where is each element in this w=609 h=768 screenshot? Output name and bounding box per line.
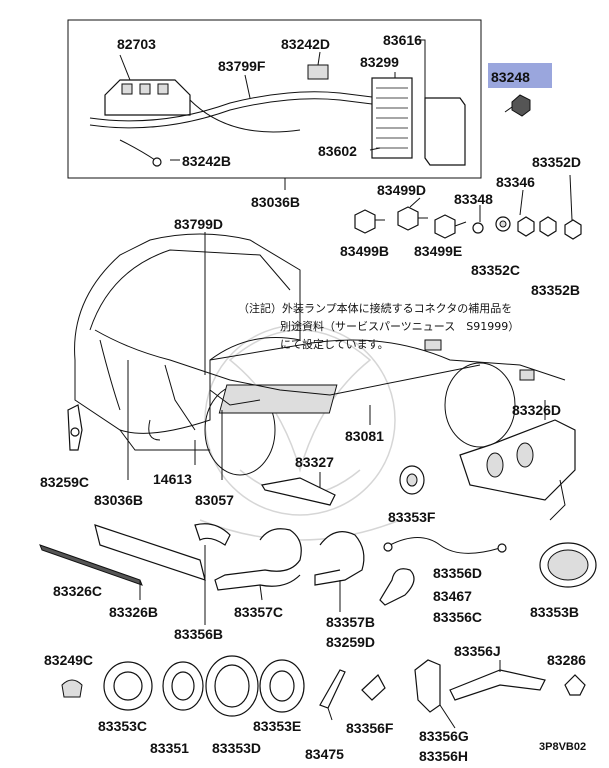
label-83602: 83602 [318, 143, 357, 159]
label-83616: 83616 [383, 32, 422, 48]
label-83299: 83299 [360, 54, 399, 70]
bracket-83475 [319, 669, 346, 721]
clamp-83467 [379, 568, 415, 606]
label-83356j: 83356J [454, 643, 501, 659]
label-83352b: 83352B [531, 282, 580, 298]
label-83357b: 83357B [326, 614, 375, 630]
label-83249c: 83249C [44, 652, 93, 668]
label-83356h: 83356H [419, 748, 468, 764]
label-83499e: 83499E [414, 243, 462, 259]
label-83242b: 83242B [182, 153, 231, 169]
clip-83356f [361, 674, 386, 701]
bracket-83356j [449, 660, 546, 701]
part-labels: 82703 83242D 83616 83248 83799F 83299 83… [40, 32, 586, 764]
label-83499b: 83499B [340, 243, 389, 259]
clip-83259c [67, 404, 83, 451]
label-83352d: 83352D [532, 154, 581, 170]
label-83348: 83348 [454, 191, 493, 207]
moulding-83326 [39, 524, 206, 600]
label-83356f: 83356F [346, 720, 394, 736]
label-83356g: 83356G [419, 728, 469, 744]
label-83467: 83467 [433, 588, 472, 604]
label-83353e: 83353E [253, 718, 301, 734]
label-82703: 82703 [117, 36, 156, 52]
label-83057: 83057 [195, 492, 234, 508]
label-83356b: 83356B [174, 626, 223, 642]
label-diagram-code: 3P8VB02 [539, 741, 586, 753]
note-block: （注記）外装ランプ本体に接続するコネクタの補用品を 別途資料（サービスパーツニュ… [238, 301, 519, 351]
label-83259d: 83259D [326, 634, 375, 650]
fasteners [354, 174, 582, 240]
grommet-83353d [205, 655, 259, 717]
label-83242d: 83242D [281, 36, 330, 52]
label-83081: 83081 [345, 428, 384, 444]
label-14613: 14613 [153, 471, 192, 487]
label-83353b: 83353B [530, 604, 579, 620]
label-83352c: 83352C [471, 262, 520, 278]
grommet-83249c [61, 679, 83, 698]
label-83326c: 83326C [53, 583, 102, 599]
bracket-83326d [459, 419, 576, 521]
label-83248: 83248 [491, 69, 530, 85]
plug-83353b [539, 542, 597, 588]
highlight-box [488, 63, 552, 88]
body-leaders [127, 232, 546, 480]
vehicle-body [74, 233, 566, 476]
clip-83286 [564, 674, 586, 696]
label-83353f: 83353F [388, 509, 436, 525]
label-83036b-bottom: 83036B [94, 492, 143, 508]
wire-clip-83356d [383, 537, 507, 554]
note-line-2: 別途資料（サービスパーツニュース S91999） [280, 319, 519, 333]
label-83353d: 83353D [212, 740, 261, 756]
note-line-3: にて設定しています。 [280, 337, 389, 351]
grommet-83353e [259, 659, 305, 713]
bolt-83248 [488, 63, 552, 117]
label-83799d: 83799D [174, 216, 223, 232]
label-83499d: 83499D [377, 182, 426, 198]
label-83286: 83286 [547, 652, 586, 668]
label-83346: 83346 [496, 174, 535, 190]
grommet-83353c [103, 661, 153, 711]
bracket-83327 [261, 472, 336, 506]
label-83327: 83327 [295, 454, 334, 470]
note-line-1: （注記）外装ランプ本体に接続するコネクタの補用品を [238, 301, 512, 315]
clamp-83357c [214, 528, 302, 601]
label-83357c: 83357C [234, 604, 283, 620]
label-83326b: 83326B [109, 604, 158, 620]
bracket-83356g [414, 659, 456, 729]
clamp-83357b [314, 531, 365, 612]
grommet-83353f [399, 465, 425, 495]
label-83799f: 83799F [218, 58, 266, 74]
clamp-83356b [194, 523, 231, 625]
harness-assembly-box [67, 19, 482, 190]
grommet-83351 [162, 661, 204, 711]
label-83036b-top: 83036B [251, 194, 300, 210]
label-83353c: 83353C [98, 718, 147, 734]
label-83475: 83475 [305, 746, 344, 762]
label-83356c: 83356C [433, 609, 482, 625]
label-83351: 83351 [150, 740, 189, 756]
label-83356d: 83356D [433, 565, 482, 581]
label-83326d: 83326D [512, 402, 561, 418]
label-83259c-left: 83259C [40, 474, 89, 490]
